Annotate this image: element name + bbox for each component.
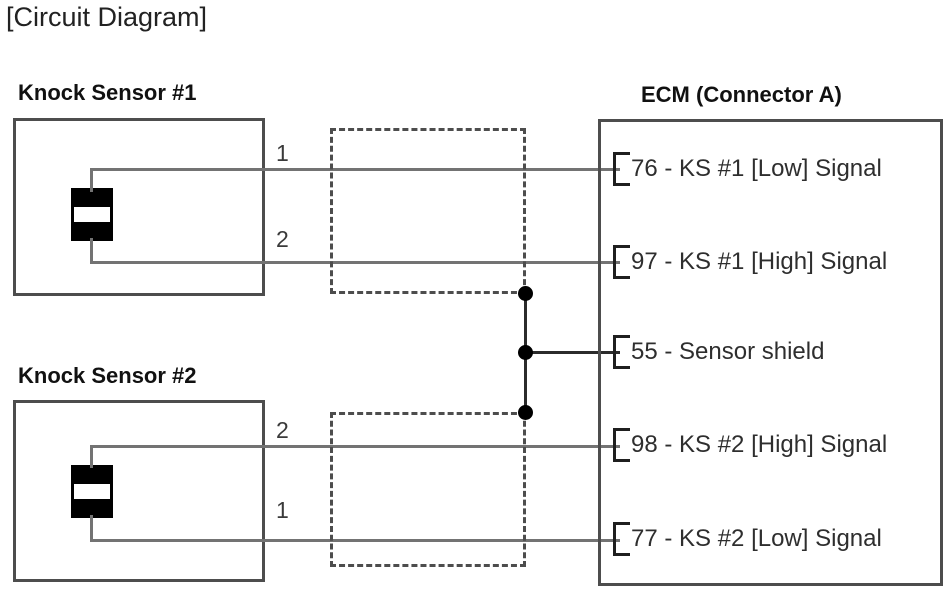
sensor-1-lead-bottom [90,238,93,264]
ecm-pin-55-label: 55 - Sensor shield [631,338,825,365]
pin-bracket-icon [613,428,630,462]
pin-bracket-icon [613,152,630,186]
knock-sensor-1-box [13,118,265,296]
knock-sensor-1-label: Knock Sensor #1 [18,80,197,105]
knock-sensor-2-label: Knock Sensor #2 [18,363,197,388]
pin-number-ks1-1: 1 [276,140,289,166]
junction-dot-upper-shield [518,286,533,301]
junction-dot-middle-shield [518,345,533,360]
piezo-element-icon-sensor-1 [71,188,113,241]
wire-ks2-pin1 [90,539,620,542]
ecm-pin-55[interactable]: 55 - Sensor shield [613,335,824,369]
shield-box-sensor-1 [330,128,526,294]
junction-dot-lower-shield [518,405,533,420]
ecm-pin-77[interactable]: 77 - KS #2 [Low] Signal [613,522,882,556]
wire-ks1-pin1 [90,168,620,171]
wire-ks1-pin2 [90,261,620,264]
sensor-2-lead-bottom [90,515,93,542]
ecm-pin-97[interactable]: 97 - KS #1 [High] Signal [613,245,887,279]
ecm-pin-76-label: 76 - KS #1 [Low] Signal [631,155,882,182]
piezo-bottom-plate [71,222,113,241]
wire-ks2-pin2 [90,445,620,448]
pin-bracket-icon [613,245,630,279]
ecm-pin-98[interactable]: 98 - KS #2 [High] Signal [613,428,887,462]
ecm-label: ECM (Connector A) [641,82,842,107]
piezo-bottom-plate [71,499,113,518]
shield-wire-to-ecm [524,351,620,354]
piezo-top-plate [71,188,113,207]
piezo-gap [71,207,113,222]
sensor-1-lead-top [90,170,93,192]
pin-number-ks2-2: 2 [276,417,289,443]
knock-sensor-2-box [13,400,265,582]
shield-box-sensor-2 [330,412,526,567]
sensor-2-lead-top [90,446,93,468]
piezo-gap [71,484,113,499]
page-title: [Circuit Diagram] [6,2,208,32]
pin-number-ks2-1: 1 [276,497,289,523]
ecm-pin-76[interactable]: 76 - KS #1 [Low] Signal [613,152,882,186]
ecm-pin-98-label: 98 - KS #2 [High] Signal [631,431,888,458]
piezo-element-icon-sensor-2 [71,465,113,518]
ecm-pin-97-label: 97 - KS #1 [High] Signal [631,248,888,275]
ecm-connector-a-box [598,119,943,586]
pin-bracket-icon [613,522,630,556]
ecm-pin-77-label: 77 - KS #2 [Low] Signal [631,525,882,552]
pin-number-ks1-2: 2 [276,226,289,252]
piezo-top-plate [71,465,113,484]
pin-bracket-icon [613,335,630,369]
